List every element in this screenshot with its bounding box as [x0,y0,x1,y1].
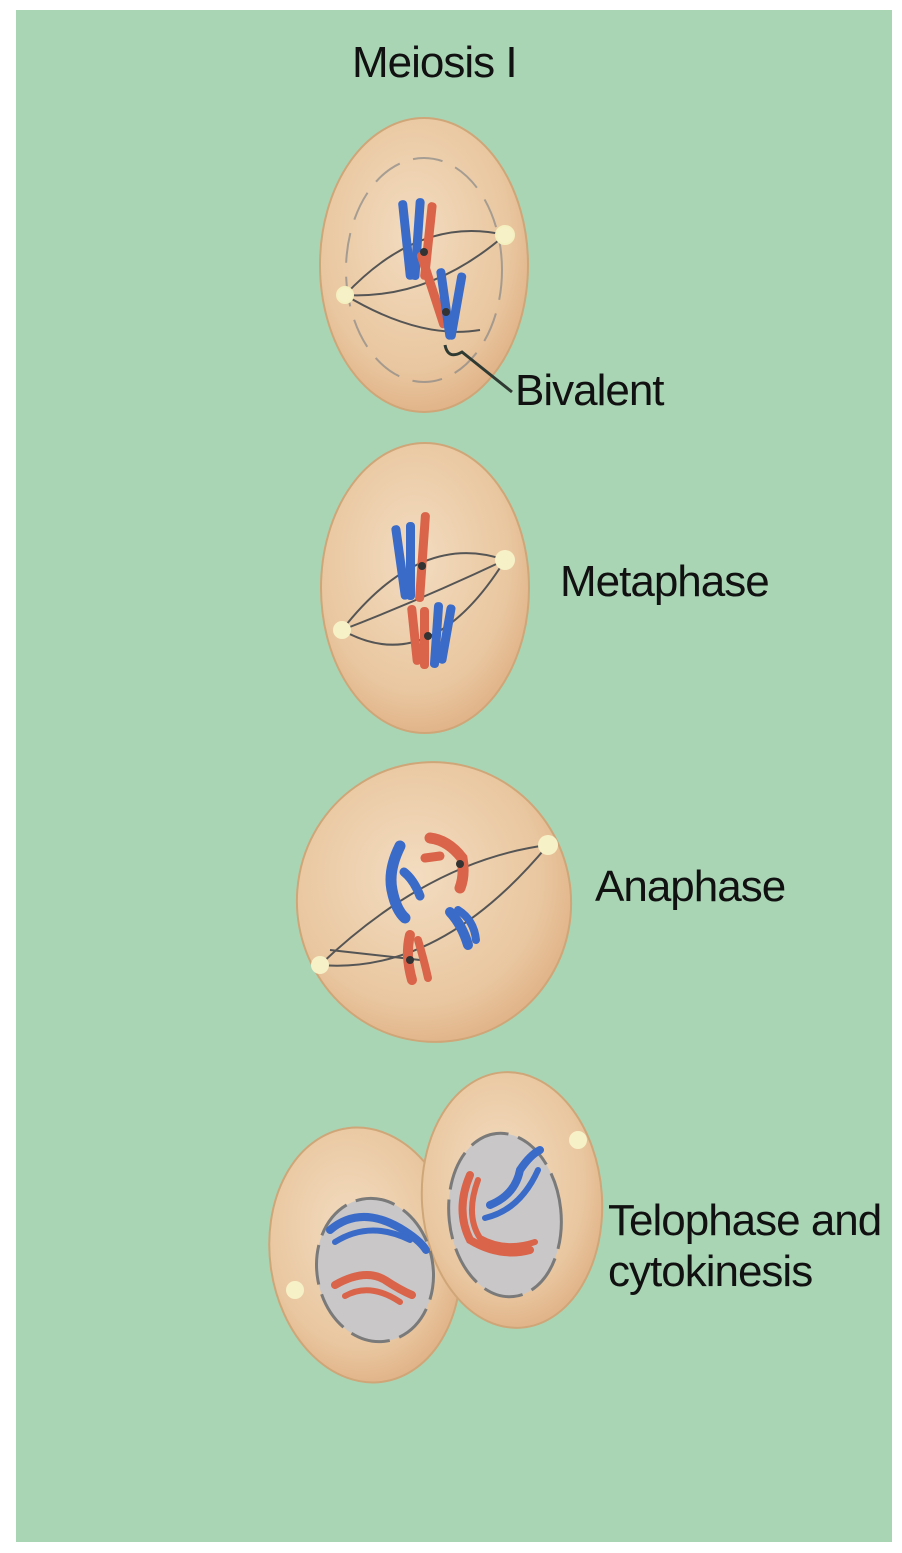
label-telophase-line-2: cytokinesis [608,1247,881,1298]
label-metaphase: Metaphase [560,557,769,608]
centrosome-icon [538,835,558,855]
centrosome-icon [333,621,351,639]
centrosome-icon [311,956,329,974]
label-anaphase: Anaphase [595,862,785,913]
cell-anaphase [275,740,593,1063]
cell-bivalent [320,118,528,412]
centrosome-icon [495,550,515,570]
centrosome-icon [286,1281,304,1299]
label-telophase-line-1: Telophase and [608,1196,881,1247]
diagram-title: Meiosis I [352,38,517,89]
centrosome-icon [569,1131,587,1149]
cell-telophase [253,1066,611,1395]
label-telophase: Telophase and cytokinesis [608,1196,881,1297]
cell-metaphase [321,443,529,733]
label-bivalent: Bivalent [515,366,664,417]
